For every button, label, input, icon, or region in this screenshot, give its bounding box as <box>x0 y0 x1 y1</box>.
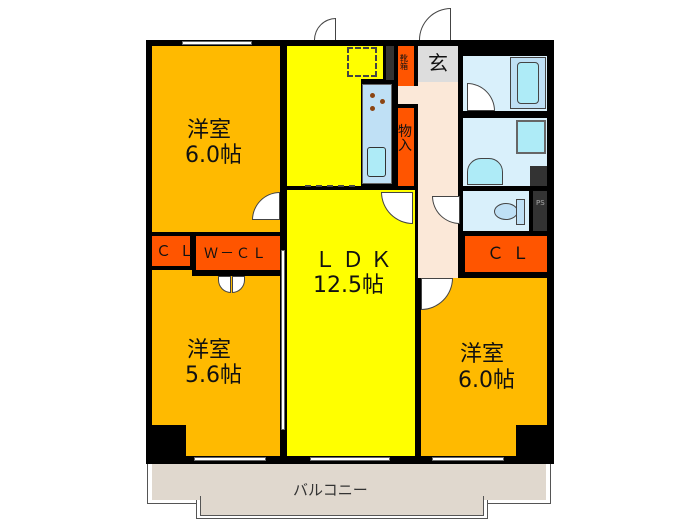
closet-west <box>152 236 190 266</box>
column-se <box>516 425 547 456</box>
sliding-door-ldk-sw <box>281 250 285 430</box>
range-hood <box>347 47 377 77</box>
stove-burner <box>370 106 375 111</box>
kitchen-top-strip <box>287 46 383 79</box>
window-nw-top <box>182 41 252 45</box>
closet-east <box>465 236 547 272</box>
bedroom-se-size: 6.0帖 <box>458 368 515 393</box>
walk-in-closet-label: Ｗ－ＣＬ <box>204 246 268 262</box>
bedroom-nw-name: 洋室 <box>187 118 232 143</box>
balcony-label: バルコニー <box>293 481 368 499</box>
column-sw <box>152 425 186 456</box>
entrance <box>418 46 458 82</box>
toilet <box>494 203 518 220</box>
bedroom-se-name: 洋室 <box>460 342 505 367</box>
sink <box>367 147 386 177</box>
washing-machine <box>516 120 546 154</box>
shoe-box-label: 靴箱 <box>400 54 408 71</box>
door-entrance <box>419 8 451 40</box>
wic-overlap <box>192 270 280 276</box>
ldk-size: 12.5帖 <box>313 273 384 298</box>
bedroom-nw-size: 6.0帖 <box>185 143 242 168</box>
window-sw-bottom <box>194 457 266 461</box>
toilet-tank <box>516 199 525 225</box>
door-kitchen-service <box>314 18 336 40</box>
room-ldk <box>287 190 415 456</box>
storage <box>398 108 414 186</box>
stove-burner <box>370 93 375 98</box>
balcony-floor-lower <box>200 496 484 516</box>
pipe-shaft <box>530 166 547 186</box>
pipe-space-label: PS <box>536 199 545 207</box>
closet-east-label: ＣＬ <box>487 244 537 264</box>
bathtub-inner <box>517 62 539 104</box>
closet-west-label: ＣＬ <box>156 242 203 260</box>
bedroom-sw-name: 洋室 <box>187 338 232 363</box>
washbasin <box>467 158 503 185</box>
bedroom-sw-size: 5.6帖 <box>185 363 242 388</box>
walk-in-closet <box>196 236 280 272</box>
pipe-space <box>533 191 547 231</box>
ldk-name: ＬＤＫ <box>314 248 399 273</box>
storage-label: 物入 <box>398 124 412 154</box>
window-ldk-bottom <box>310 457 390 461</box>
hallway <box>418 82 458 278</box>
entrance-label: 玄 <box>428 51 448 75</box>
stove-burner <box>380 99 385 104</box>
shoe-box <box>398 46 414 86</box>
fridge-space <box>386 46 394 80</box>
window-se-bottom <box>432 457 504 461</box>
hallway-notch <box>398 86 418 104</box>
ldk-divider-dashed <box>305 185 355 187</box>
balcony-floor <box>152 462 546 500</box>
